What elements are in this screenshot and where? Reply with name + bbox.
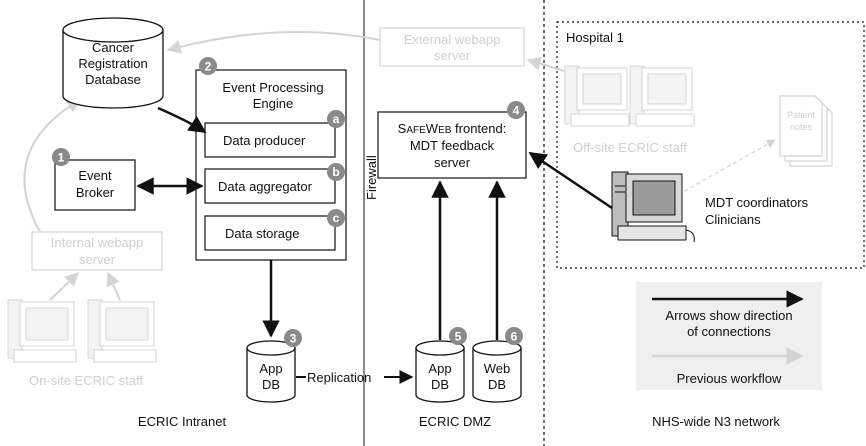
mdt-computer-icon xyxy=(611,171,695,243)
svg-text:a: a xyxy=(333,112,340,126)
arrow-onsite-to-internal xyxy=(49,272,80,301)
onsite-computer-icon xyxy=(7,299,77,363)
onsite-computer-icon-2 xyxy=(87,299,157,363)
hospital-region xyxy=(556,21,865,269)
hospital-label: Hospital 1 xyxy=(566,30,624,45)
badge-1: 1 xyxy=(52,148,70,166)
internal-webapp-server xyxy=(31,231,163,271)
app-db-intranet-cylinder xyxy=(246,340,296,403)
engine-title: Event Processing xyxy=(222,80,323,95)
offsite-computer-icon xyxy=(564,65,630,127)
app-db-intranet-label-2: DB xyxy=(262,377,280,392)
event-broker-box xyxy=(54,159,136,211)
internal-webapp-label-2: server xyxy=(79,252,116,267)
cancer-db-label: Cancer xyxy=(92,40,135,55)
safeweb-frontend-line-2: server xyxy=(434,155,471,170)
zone-dmz-label: ECRIC DMZ xyxy=(419,414,491,429)
arrow-db-to-producer xyxy=(157,106,207,134)
internal-webapp-label: Internal webapp xyxy=(51,235,144,250)
safeweb-frontend-title: SAFEWEB frontend: xyxy=(398,121,507,136)
engine-title-2: Engine xyxy=(253,96,293,111)
cancer-db-label-2: Registration xyxy=(78,56,147,71)
cancer-db-cylinder xyxy=(62,17,164,109)
svg-text:3: 3 xyxy=(290,332,297,346)
app-db-dmz-cylinder xyxy=(415,340,465,403)
cancer-db-label-3: Database xyxy=(85,72,141,87)
patient-notes-label-2: notes xyxy=(790,122,813,132)
badge-2: 2 xyxy=(199,57,217,75)
offsite-staff-label: Off-site ECRIC staff xyxy=(573,140,687,155)
svg-text:1: 1 xyxy=(58,151,65,165)
badge-3: 3 xyxy=(284,329,302,347)
mdt-users-label-2: Clinicians xyxy=(705,212,761,227)
external-webapp-label-2: server xyxy=(434,48,471,63)
external-webapp-server xyxy=(379,27,525,67)
arrow-internal-to-db xyxy=(23,99,82,233)
patient-notes-icon xyxy=(779,95,833,167)
arrow-external-to-db xyxy=(166,31,381,54)
onsite-staff-label: On-site ECRIC staff xyxy=(29,373,143,388)
app-db-intranet-label: App xyxy=(259,361,282,376)
offsite-computer-icon-2 xyxy=(629,65,695,127)
firewall-label: Firewall xyxy=(364,155,379,200)
web-db-label: Web xyxy=(484,361,511,376)
web-db-label-2: DB xyxy=(488,377,506,392)
arrow-mdt-to-frontend xyxy=(528,151,613,210)
data-producer-label: Data producer xyxy=(223,133,306,148)
data-aggregator-box xyxy=(204,168,336,204)
event-broker-label-2: Broker xyxy=(76,185,115,200)
data-producer-box xyxy=(204,122,336,158)
data-aggregator-label: Data aggregator xyxy=(218,179,313,194)
svg-text:b: b xyxy=(332,165,339,179)
arrow-onsite-to-internal-2 xyxy=(106,271,121,301)
svg-text:c: c xyxy=(333,211,340,225)
arrow-offsite-to-external xyxy=(526,56,569,73)
svg-text:2: 2 xyxy=(205,60,212,74)
safeweb-frontend-line: MDT feedback xyxy=(410,138,495,153)
app-db-dmz-label-2: DB xyxy=(431,377,449,392)
app-db-dmz-label: App xyxy=(428,361,451,376)
svg-text:4: 4 xyxy=(513,104,520,118)
data-storage-label: Data storage xyxy=(225,226,299,241)
badge-a: a xyxy=(327,110,345,128)
badge-6: 6 xyxy=(505,327,523,345)
external-webapp-label: External webapp xyxy=(404,32,501,47)
legend-arrows-label-2: of connections xyxy=(687,324,771,339)
mdt-users-label: MDT coordinators xyxy=(705,195,809,210)
zone-intranet-label: ECRIC Intranet xyxy=(138,414,227,429)
legend-arrows-label: Arrows show direction xyxy=(665,308,792,323)
badge-4: 4 xyxy=(507,101,525,119)
badge-c: c xyxy=(327,209,345,227)
legend-previous-label: Previous workflow xyxy=(677,371,782,386)
zone-n3-label: NHS-wide N3 network xyxy=(652,414,780,429)
replication-label: Replication xyxy=(307,370,371,385)
svg-text:6: 6 xyxy=(511,330,518,344)
event-broker-label: Event xyxy=(78,168,112,183)
web-db-cylinder xyxy=(472,340,522,403)
patient-notes-label: Patient xyxy=(787,110,816,120)
data-storage-box xyxy=(204,215,336,251)
svg-text:5: 5 xyxy=(455,330,462,344)
badge-b: b xyxy=(327,163,345,181)
badge-5: 5 xyxy=(449,327,467,345)
safeweb-frontend-box xyxy=(377,111,527,179)
